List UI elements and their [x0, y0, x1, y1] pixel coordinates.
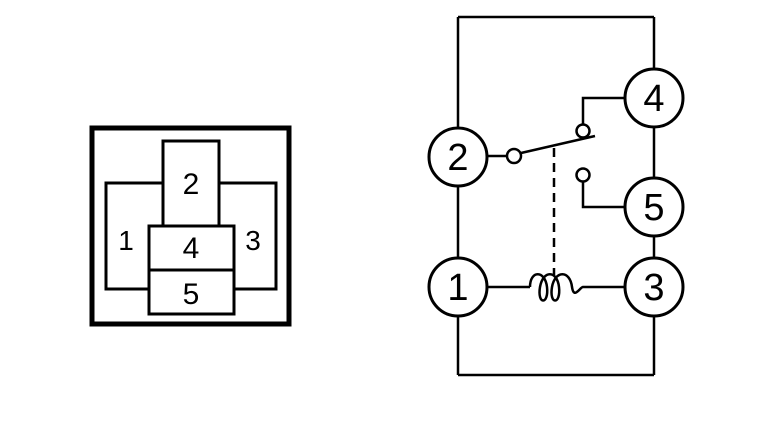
terminal-label-5: 5 [643, 187, 664, 229]
terminal-label-1: 1 [447, 267, 468, 309]
connector-face-view: 2 1 4 3 5 [89, 125, 292, 327]
terminal-label-4: 4 [643, 78, 664, 120]
pin-label-5: 5 [183, 278, 200, 311]
contact-to-4 [575, 123, 591, 139]
pin1-slot [104, 181, 163, 291]
terminal-4: 4 [623, 67, 685, 129]
terminal-5: 5 [623, 176, 685, 238]
pin-label-1: 1 [118, 225, 134, 256]
terminal-3: 3 [623, 256, 685, 318]
contact-to-5 [575, 167, 591, 183]
terminal-label-2: 2 [447, 137, 468, 179]
wire-contact-4 [581, 96, 626, 124]
switch-arm [520, 134, 596, 155]
relay-schematic: 2 4 5 1 3 [427, 15, 685, 377]
pin5-slot [147, 268, 236, 316]
switch-pivot-contact [505, 147, 523, 165]
pin-label-2: 2 [183, 168, 200, 201]
relay-coil [528, 273, 584, 302]
connector-outline [89, 125, 292, 327]
wire-contact-5 [581, 182, 626, 209]
pin-label-4: 4 [183, 232, 200, 265]
terminal-2: 2 [427, 126, 489, 188]
pin-label-3: 3 [245, 225, 261, 256]
terminal-label-3: 3 [643, 267, 664, 309]
terminal-1: 1 [427, 256, 489, 318]
pin3-slot [219, 181, 278, 291]
